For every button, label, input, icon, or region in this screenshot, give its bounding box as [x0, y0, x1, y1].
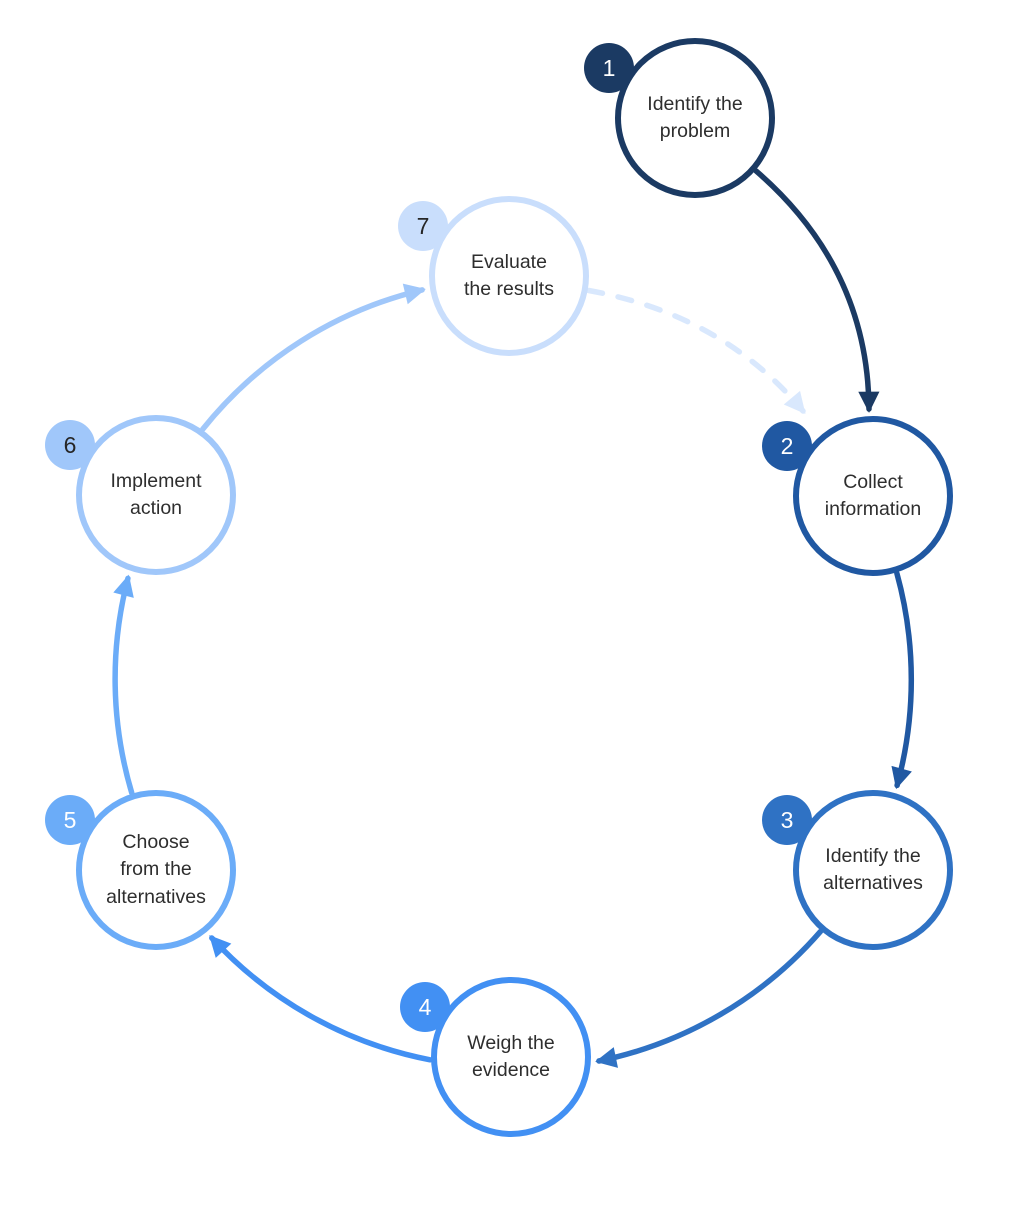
- node-label-line: evidence: [471, 1059, 551, 1081]
- node-label-line: from the: [120, 858, 192, 881]
- node-label-line: Implement: [110, 469, 202, 492]
- step-6-badge: 6: [45, 420, 95, 470]
- node-label-line: Evaluate: [471, 250, 547, 273]
- node-label-line: Identify the: [647, 92, 743, 115]
- edge-7-to-2-arrow: [585, 287, 806, 414]
- edge-1-to-2-arrow: [753, 168, 880, 413]
- node-label-line: Weigh the: [467, 1031, 555, 1054]
- step-5-badge: 5: [45, 795, 95, 845]
- node-label-line: Collect: [843, 470, 903, 493]
- node-collect-information: Collect information: [793, 416, 953, 576]
- step-1-badge: 1: [584, 43, 634, 93]
- node-identify-the-problem: Identify the problem: [615, 38, 775, 198]
- step-3-badge: 3: [762, 795, 812, 845]
- node-label: Collect information: [825, 469, 921, 524]
- node-evaluate-the-results: Evaluate the results: [429, 196, 589, 356]
- node-label: Identify the alternatives: [823, 843, 923, 898]
- step-2-badge: 2: [762, 421, 812, 471]
- node-label: Weigh the evidence: [467, 1030, 554, 1085]
- node-identify-the-alternatives: Identify the alternatives: [793, 790, 953, 950]
- node-label-line: problem: [659, 120, 731, 142]
- node-label-line: alternatives: [106, 885, 206, 908]
- step-4-badge: 4: [400, 982, 450, 1032]
- edge-2-to-3-arrow: [891, 570, 914, 790]
- edge-3-to-4-arrow: [595, 928, 824, 1068]
- node-label: Identify the problem: [647, 91, 742, 146]
- node-label: Implement action: [110, 468, 201, 523]
- node-label-line: Identify the: [825, 844, 921, 867]
- node-label: Evaluate the results: [464, 249, 554, 304]
- node-label-line: information: [824, 498, 922, 520]
- node-label: Choose from the alternatives: [106, 829, 206, 911]
- edge-4-to-5-arrow: [209, 935, 433, 1063]
- edge-6-to-7-arrow: [200, 283, 426, 432]
- node-label-line: the results: [464, 278, 554, 300]
- node-weigh-the-evidence: Weigh the evidence: [431, 977, 591, 1137]
- node-implement-action: Implement action: [76, 415, 236, 575]
- step-7-badge: 7: [398, 201, 448, 251]
- edge-5-to-6-arrow: [112, 574, 135, 796]
- node-label-line: alternatives: [823, 872, 923, 894]
- node-choose-from-the-alternatives: Choose from the alternatives: [76, 790, 236, 950]
- node-label-line: action: [129, 497, 183, 519]
- node-label-line: Choose: [122, 831, 190, 854]
